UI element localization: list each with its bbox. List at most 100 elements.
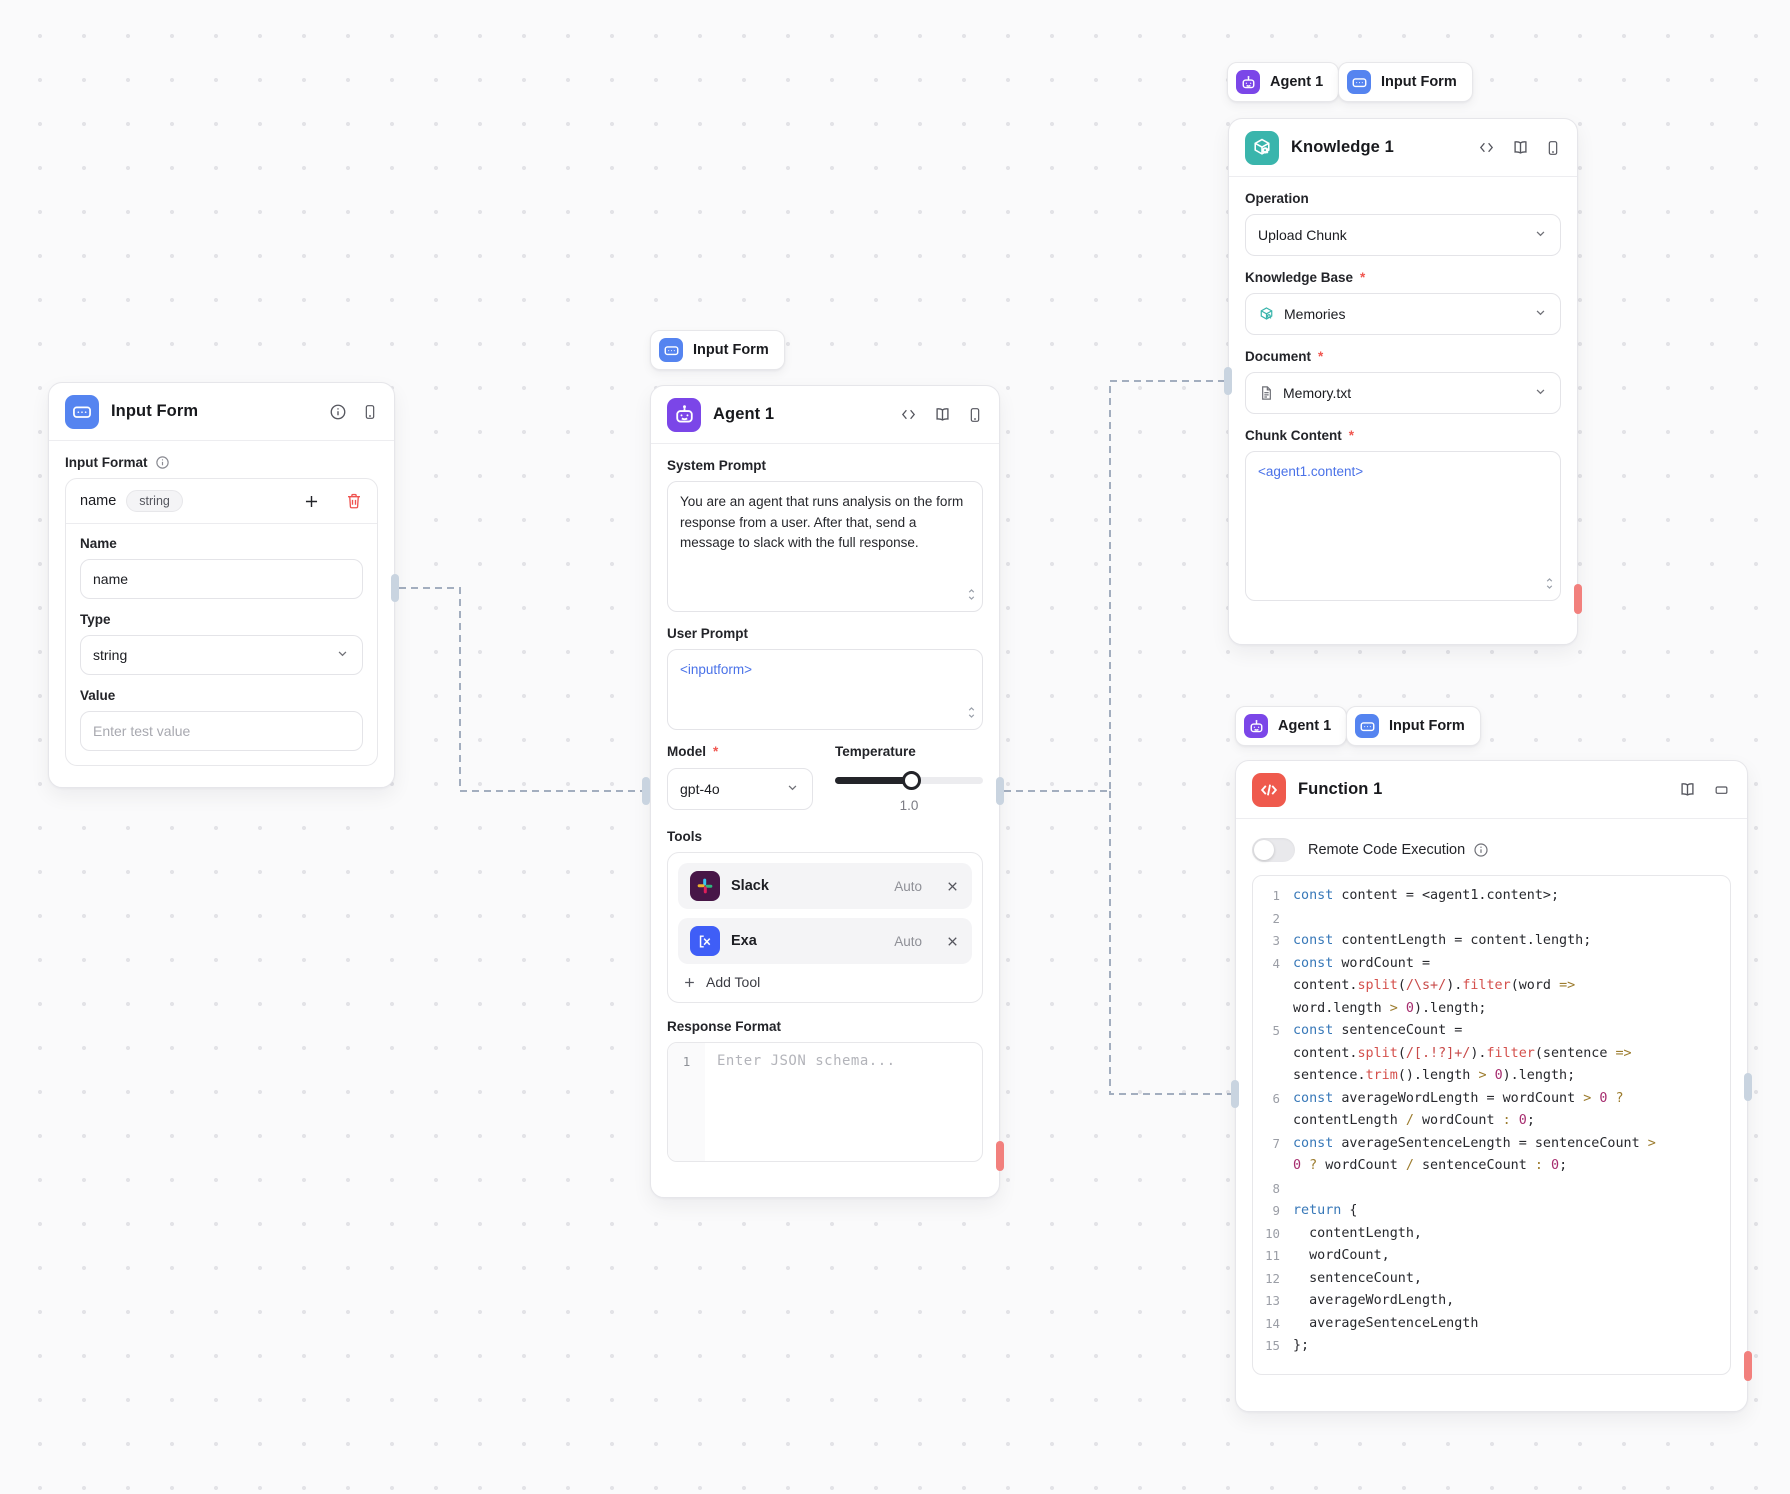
- pill-input-form-above-function[interactable]: Input Form: [1346, 706, 1481, 746]
- input-form-node-header[interactable]: Input Form: [49, 383, 394, 441]
- document-select[interactable]: Memory.txt: [1245, 372, 1561, 414]
- function-error-handle[interactable]: [1744, 1351, 1752, 1381]
- line-number: 1: [1272, 888, 1280, 903]
- user-prompt-text: <inputform>: [680, 662, 753, 677]
- line-number: 13: [1265, 1293, 1280, 1308]
- name-input[interactable]: [80, 559, 363, 599]
- pill-input-form-above-knowledge[interactable]: Input Form: [1338, 62, 1473, 102]
- agent-error-handle[interactable]: [996, 1141, 1004, 1171]
- system-prompt-label: System Prompt: [667, 458, 767, 473]
- info-icon[interactable]: [155, 455, 170, 470]
- line-number: 1: [668, 1043, 705, 1161]
- knowledge-node[interactable]: Knowledge 1 Operation Upload Chunk Knowl…: [1228, 118, 1578, 645]
- tool-row-slack[interactable]: Slack Auto: [678, 863, 972, 909]
- knowledge-base-label: Knowledge Base*: [1245, 270, 1366, 285]
- system-prompt-text: You are an agent that runs analysis on t…: [680, 494, 964, 551]
- pill-label: Input Form: [693, 342, 769, 358]
- pill-agent-above-function[interactable]: Agent 1: [1235, 706, 1348, 746]
- line-number: 12: [1265, 1270, 1280, 1286]
- input-form-node[interactable]: Input Form Input Format name string: [48, 382, 395, 788]
- connector-agent-to-function: [1109, 791, 1231, 1095]
- operation-label: Operation: [1245, 191, 1309, 206]
- delete-field-icon[interactable]: [345, 492, 363, 510]
- agent-input-handle[interactable]: [642, 777, 650, 805]
- expand-icon[interactable]: [1712, 782, 1731, 798]
- system-prompt-textarea[interactable]: You are an agent that runs analysis on t…: [667, 481, 983, 612]
- resize-grip-icon[interactable]: [1544, 576, 1555, 597]
- chunk-content-textarea[interactable]: <agent1.content>: [1245, 451, 1561, 601]
- mobile-preview-icon[interactable]: [967, 406, 983, 424]
- knowledge-base-select-value: Memories: [1284, 306, 1346, 322]
- operation-select-value: Upload Chunk: [1258, 227, 1347, 243]
- code-line: 8: [1253, 1178, 1730, 1201]
- pill-input-form-above-agent[interactable]: Input Form: [650, 330, 785, 370]
- agent-icon: [667, 397, 701, 432]
- input-form-output-handle[interactable]: [391, 574, 399, 602]
- function-output-handle[interactable]: [1744, 1073, 1752, 1101]
- name-label: Name: [80, 536, 117, 551]
- agent-node-header[interactable]: Agent 1: [651, 386, 999, 444]
- mobile-preview-icon[interactable]: [1545, 139, 1561, 157]
- knowledge-input-handle[interactable]: [1224, 367, 1232, 395]
- agent-output-handle[interactable]: [996, 777, 1004, 805]
- function-input-handle[interactable]: [1231, 1080, 1239, 1108]
- remote-code-execution-toggle[interactable]: [1252, 838, 1295, 862]
- pill-label: Agent 1: [1278, 718, 1332, 734]
- slider-knob[interactable]: [901, 771, 921, 790]
- line-number: 4: [1272, 955, 1280, 971]
- temperature-slider[interactable]: [835, 771, 983, 790]
- add-field-icon[interactable]: [302, 492, 321, 511]
- line-number: 15: [1265, 1338, 1280, 1353]
- add-tool-button[interactable]: Add Tool: [678, 964, 972, 992]
- pill-label: Agent 1: [1270, 74, 1324, 90]
- input-format-label: Input Format: [65, 455, 378, 470]
- tool-mode: Auto: [894, 933, 922, 949]
- response-format-editor[interactable]: 1 Enter JSON schema...: [667, 1042, 983, 1162]
- pill-agent-above-knowledge[interactable]: Agent 1: [1227, 62, 1340, 102]
- operation-select[interactable]: Upload Chunk: [1245, 214, 1561, 256]
- docs-icon[interactable]: [1678, 781, 1697, 799]
- knowledge-node-header[interactable]: Knowledge 1: [1229, 119, 1577, 177]
- model-select[interactable]: gpt-4o: [667, 768, 813, 810]
- docs-icon[interactable]: [1511, 139, 1530, 157]
- tool-row-exa[interactable]: Exa Auto: [678, 918, 972, 964]
- knowledge-base-select[interactable]: Memories: [1245, 293, 1561, 335]
- code-line: 14 averageSentenceLength: [1253, 1313, 1730, 1336]
- remove-tool-icon[interactable]: [945, 879, 960, 894]
- info-icon[interactable]: [1473, 842, 1489, 858]
- info-icon[interactable]: [329, 403, 347, 421]
- code-line: 13 averageWordLength,: [1253, 1290, 1730, 1313]
- resize-grip-icon[interactable]: [966, 705, 977, 726]
- node-title: Agent 1: [713, 405, 775, 423]
- code-line: 15};: [1253, 1335, 1730, 1358]
- resize-grip-icon[interactable]: [966, 587, 977, 608]
- remove-tool-icon[interactable]: [945, 934, 960, 949]
- pill-label: Input Form: [1381, 74, 1457, 90]
- knowledge-icon: [1245, 130, 1279, 165]
- code-view-icon[interactable]: [1477, 139, 1496, 156]
- user-prompt-textarea[interactable]: <inputform>: [667, 649, 983, 730]
- document-icon: [1258, 385, 1274, 401]
- code-view-icon[interactable]: [899, 406, 918, 423]
- line-number: 5: [1272, 1023, 1280, 1038]
- test-value-input[interactable]: [80, 711, 363, 751]
- line-number: 10: [1265, 1225, 1280, 1241]
- docs-icon[interactable]: [933, 406, 952, 424]
- agent-node[interactable]: Agent 1 System Prompt You are an agent t…: [650, 385, 1000, 1198]
- code-line: 12 sentenceCount,: [1253, 1268, 1730, 1291]
- type-select[interactable]: string: [80, 635, 363, 675]
- mobile-preview-icon[interactable]: [362, 403, 378, 421]
- chevron-down-icon: [1533, 226, 1548, 244]
- code-line: 10 contentLength,: [1253, 1223, 1730, 1246]
- input-form-icon: [65, 394, 99, 429]
- knowledge-error-handle[interactable]: [1574, 584, 1582, 614]
- function-node-header[interactable]: Function 1: [1236, 761, 1747, 819]
